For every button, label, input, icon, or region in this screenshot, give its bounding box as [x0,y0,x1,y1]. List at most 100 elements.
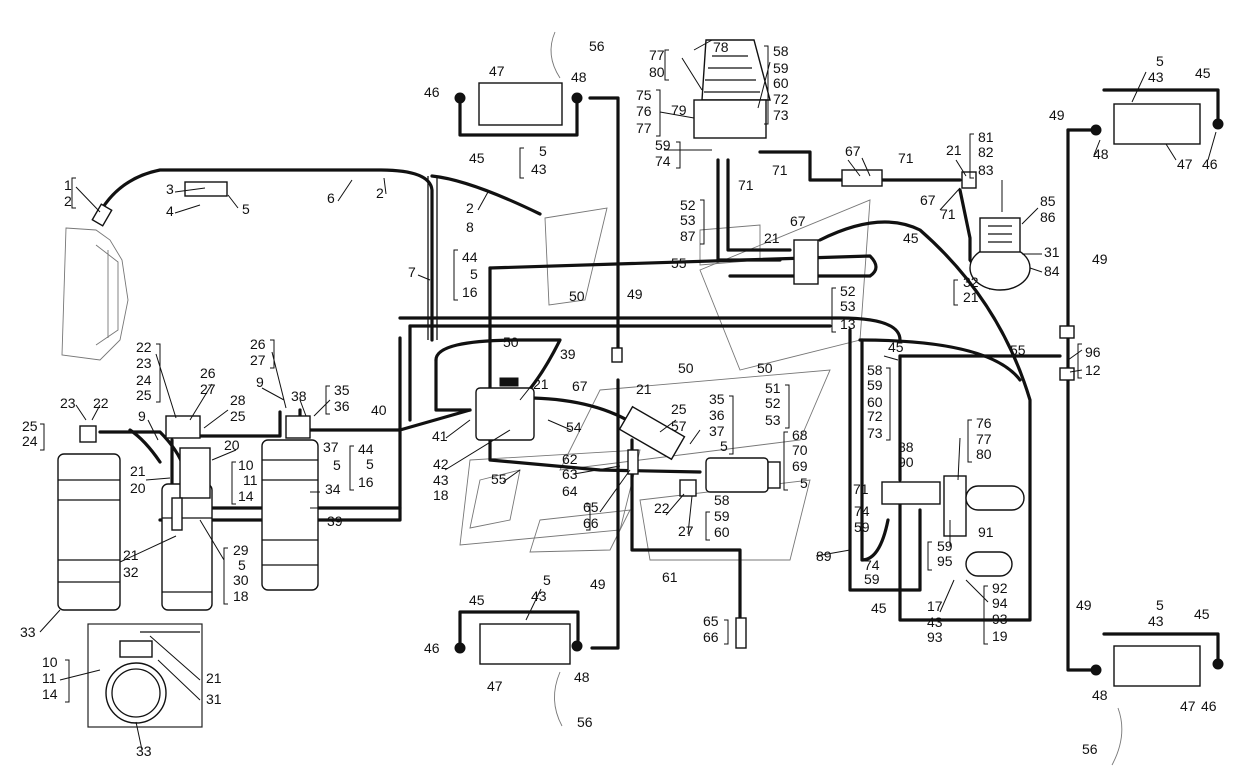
part-label: 5 [242,201,250,217]
part-label: 13 [840,316,856,332]
part-label: 2 [376,185,384,201]
part-label: 19 [992,628,1008,644]
part-label: 20 [224,437,240,453]
part-label: 80 [649,64,665,80]
part-label: 74 [854,503,870,519]
part-label: 75 [636,87,652,103]
components [57,39,1224,724]
part-label: 71 [738,177,754,193]
part-label: 46 [1201,698,1217,714]
part-label: 74 [864,557,880,573]
part-label: 5 [539,143,547,159]
label-brackets [40,45,1082,703]
part-label: 67 [572,378,588,394]
part-label: 36 [709,407,725,423]
part-label: 43 [927,614,943,630]
part-label: 22 [654,500,670,516]
control-valve-center [475,387,535,441]
part-label: 40 [371,402,387,418]
part-label: 21 [636,381,652,397]
part-label: 45 [888,339,904,355]
part-label: 48 [571,69,587,85]
part-label: 45 [871,600,887,616]
part-label: 72 [773,91,789,107]
part-label: 84 [1044,263,1060,279]
part-label: 24 [22,433,38,449]
part-label: 31 [1044,244,1060,260]
part-label: 22 [93,395,109,411]
part-label: 47 [487,678,503,694]
part-label: 43 [433,472,449,488]
part-label: 59 [714,508,730,524]
air-tank-right-top [1113,103,1201,145]
part-label: 51 [765,380,781,396]
part-label: 64 [562,483,578,499]
part-label: 49 [1049,107,1065,123]
part-label: 14 [238,488,254,504]
part-label: 49 [1076,597,1092,613]
part-label: 12 [1085,362,1101,378]
part-label: 4 [166,203,174,219]
part-label: 23 [60,395,76,411]
part-label: 27 [250,352,266,368]
part-label: 44 [462,249,478,265]
part-label: 73 [773,107,789,123]
part-label: 43 [1148,69,1164,85]
part-label: 21 [963,289,979,305]
part-label: 60 [773,75,789,91]
part-label: 31 [206,691,222,707]
part-label: 34 [325,481,341,497]
part-label: 55 [1010,342,1026,358]
part-label: 26 [200,365,216,381]
part-label: 77 [976,431,992,447]
part-label: 50 [757,360,773,376]
part-label: 73 [867,425,883,441]
inset-tank [105,662,167,724]
part-label: 86 [1040,209,1056,225]
part-label: 50 [569,288,585,304]
part-label: 94 [992,595,1008,611]
part-label: 50 [503,334,519,350]
part-label: 48 [574,669,590,685]
part-label: 59 [864,571,880,587]
part-label: 23 [136,355,152,371]
part-label: 16 [358,474,374,490]
part-label: 56 [577,714,593,730]
part-label: 60 [714,524,730,540]
part-label: 59 [655,137,671,153]
part-label: 44 [358,441,374,457]
part-label: 54 [566,419,582,435]
part-label: 76 [976,415,992,431]
part-label: 25 [22,418,38,434]
part-label: 32 [123,564,139,580]
part-label: 59 [854,519,870,535]
part-label: 49 [590,576,606,592]
part-label: 10 [42,654,58,670]
part-label: 63 [562,466,578,482]
valve-assembly-right [881,481,941,505]
part-label: 25 [230,408,246,424]
part-label: 2 [64,193,72,209]
part-label: 87 [680,228,696,244]
part-label: 5 [543,572,551,588]
part-label: 9 [138,408,146,424]
part-label: 62 [562,451,578,467]
part-label: 37 [709,423,725,439]
part-label: 5 [366,456,374,472]
part-label: 93 [992,611,1008,627]
air-tank-bottom [479,623,571,665]
air-tank-left-2 [161,483,213,611]
part-label: 5 [238,557,246,573]
part-label: 96 [1085,344,1101,360]
part-label: 5 [800,475,808,491]
part-label: 42 [433,456,449,472]
part-label: 81 [978,129,994,145]
part-label: 11 [42,670,57,686]
part-label: 53 [680,212,696,228]
part-label: 66 [583,515,599,531]
part-label: 37 [323,439,339,455]
part-label: 11 [243,472,258,488]
part-label: 65 [703,613,719,629]
